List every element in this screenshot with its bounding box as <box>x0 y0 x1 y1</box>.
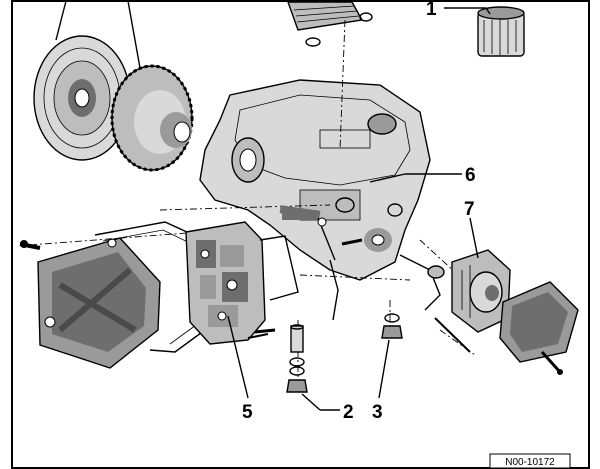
item-6-component <box>279 205 336 261</box>
item-7-housing <box>451 249 511 333</box>
valve-body <box>185 221 299 345</box>
item-3-plug-assembly <box>381 313 403 339</box>
oil-filter <box>477 6 525 57</box>
transmission-cover <box>19 237 161 369</box>
callout-5: 5 <box>242 402 253 423</box>
reference-code-box <box>489 453 571 469</box>
callout-1: 1 <box>426 0 437 20</box>
clutch-drum <box>110 64 194 172</box>
leader-lines <box>227 7 491 411</box>
diagram-frame <box>11 0 590 469</box>
end-cover <box>499 281 579 375</box>
callout-7: 7 <box>464 199 475 220</box>
item-2-plug-assembly <box>286 324 308 393</box>
callout-3: 3 <box>372 402 383 423</box>
reference-code: N00-10172 <box>505 457 555 468</box>
torque-converter-assembly <box>33 0 141 161</box>
bolts <box>247 238 471 353</box>
oil-cooler-assembly <box>287 1 373 47</box>
callout-2: 2 <box>343 402 354 423</box>
callout-6: 6 <box>465 165 476 186</box>
gearbox-housing <box>199 79 445 321</box>
